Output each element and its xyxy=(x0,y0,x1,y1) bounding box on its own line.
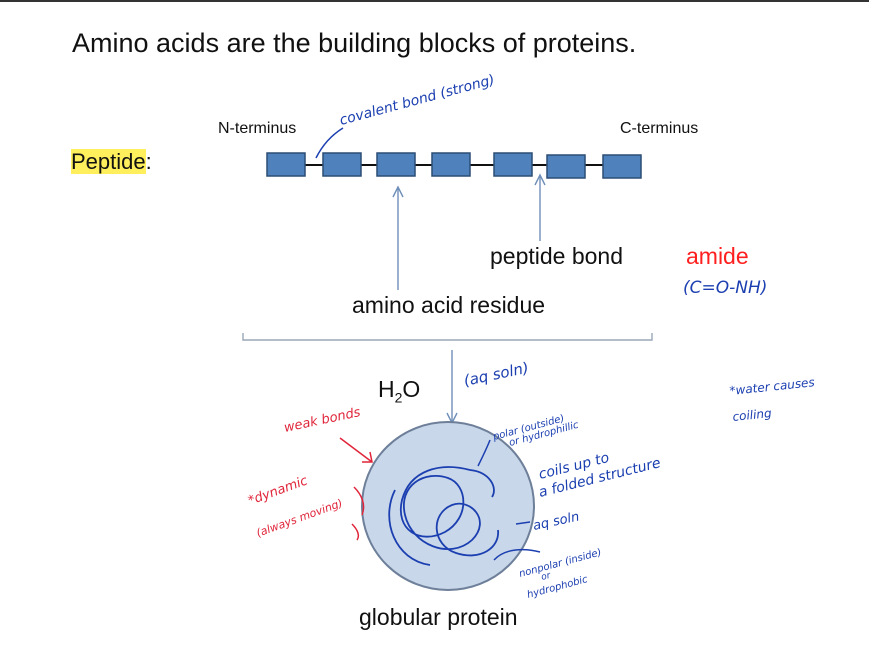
aq-soln-note: (aq soln) xyxy=(462,359,530,390)
water-subscript: 2 xyxy=(394,389,403,406)
water-o: O xyxy=(402,376,421,402)
nonpolar-pointer xyxy=(493,548,541,561)
residue-box-7 xyxy=(602,154,642,179)
residue-arrow-head xyxy=(392,185,404,198)
water-causes-note-line1: *water causes xyxy=(729,375,815,398)
peptide-word-highlighted: Peptide xyxy=(71,149,146,174)
peptide-bond-label: peptide bond xyxy=(490,243,624,269)
annotation-strokes xyxy=(315,127,541,561)
residue-box-1 xyxy=(266,152,306,177)
residue-box-6 xyxy=(546,154,586,179)
covalent-pointer xyxy=(315,127,344,159)
coil-tail xyxy=(388,469,495,566)
nonpolar-note-line3: hydrophobic xyxy=(526,574,589,601)
pointer-arrows xyxy=(392,173,546,425)
bond-arrow-head xyxy=(534,173,546,186)
residue-box-5 xyxy=(493,152,533,177)
dynamic-bracket xyxy=(351,486,365,541)
residue-box-2 xyxy=(322,152,362,177)
covalent-bond-note: covalent bond (strong) xyxy=(338,72,497,129)
top-border xyxy=(0,0,869,2)
amide-label: amide xyxy=(686,243,749,269)
amino-acid-residue-label: amino acid residue xyxy=(352,292,546,318)
dynamic-note-line1: *dynamic xyxy=(246,473,309,508)
amide-formula-note: (C=O-NH) xyxy=(683,278,767,298)
coiled-chain xyxy=(399,466,499,557)
grouping-bracket xyxy=(242,333,653,341)
aq-soln-pointer xyxy=(515,521,531,525)
aq-soln-side-note: aq soln xyxy=(532,509,581,533)
residue-box-4 xyxy=(431,152,471,177)
globular-protein-label: globular protein xyxy=(359,604,518,630)
n-terminus-label: N-terminus xyxy=(218,120,297,137)
water-h: H xyxy=(378,376,395,402)
water-causes-note-line2: coiling xyxy=(732,406,773,424)
polar-pointer xyxy=(477,439,491,467)
slide-title: Amino acids are the building blocks of p… xyxy=(72,28,637,58)
weak-bonds-pointer xyxy=(339,437,373,463)
c-terminus-label: C-terminus xyxy=(620,120,699,137)
water-label: H2O xyxy=(378,376,420,406)
weak-bonds-note: weak bonds xyxy=(283,405,362,436)
residue-box-3 xyxy=(376,152,416,177)
peptide-label: Peptide: xyxy=(71,149,152,175)
nonpolar-note-line2: or xyxy=(540,571,553,583)
globular-protein-shape xyxy=(361,421,535,591)
peptide-colon: : xyxy=(145,149,152,174)
peptide-chain xyxy=(266,152,642,179)
dynamic-note-line2: (always moving) xyxy=(255,497,345,540)
nonpolar-note-line1: nonpolar (inside) xyxy=(518,547,603,580)
